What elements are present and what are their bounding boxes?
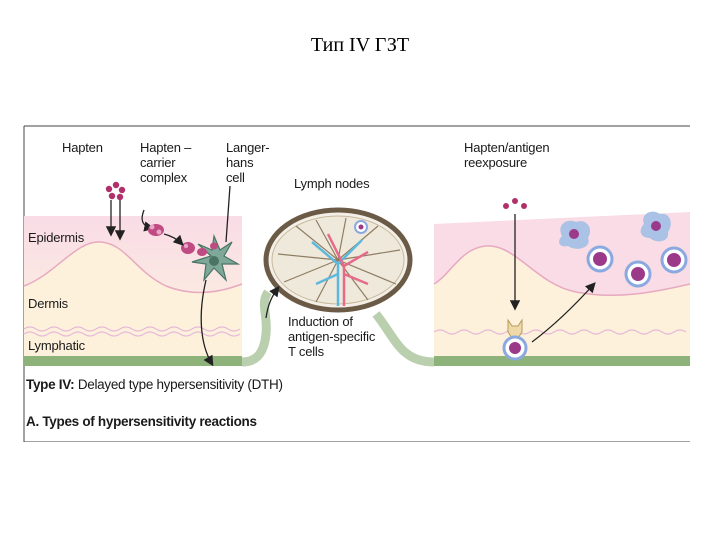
efferent-lymphatic xyxy=(372,311,435,367)
lymphatic-vessel-bar-right xyxy=(434,356,690,366)
recruited-cells xyxy=(559,211,688,288)
hypersensitivity-figure: Hapten Hapten – carrier complex Langer- … xyxy=(16,124,690,442)
langerhans-label: Langer- hans cell xyxy=(226,140,270,185)
epidermis-label: Epidermis xyxy=(28,230,84,245)
left-skin-panel xyxy=(23,216,243,366)
basement-membrane xyxy=(23,241,243,294)
hapten-carrier-label: Hapten – carrier complex xyxy=(140,140,192,185)
reexposure-label: Hapten/antigen reexposure xyxy=(464,140,550,170)
type-caption: Type IV: Delayed type hypersensitivity (… xyxy=(26,377,283,392)
diagram-graphic xyxy=(23,125,690,442)
hapten-carrier-complex xyxy=(141,209,195,254)
hapten-label: Hapten xyxy=(62,140,103,155)
lymphatic-wave xyxy=(23,326,241,332)
langerhans-cell xyxy=(191,185,241,367)
lymphatic-label: Lymphatic xyxy=(28,338,85,353)
lymphatic-wave-2 xyxy=(23,331,241,337)
epidermis-layer xyxy=(24,216,242,293)
node-vessels-red xyxy=(326,233,369,306)
lymphatic-vessel-bar xyxy=(24,356,242,366)
induction-label: Induction of antigen-specific T cells xyxy=(288,314,376,359)
slide-title: Тип IV ГЗТ xyxy=(310,34,410,56)
hapten-dots xyxy=(105,181,126,201)
reexposure-hapten-dots xyxy=(503,198,527,209)
t-cell-with-receptor xyxy=(502,318,528,361)
afferent-lymphatic xyxy=(241,289,272,367)
lymph-nodes-label: Lymph nodes xyxy=(294,176,370,191)
lymph-node xyxy=(263,207,413,313)
dermis-label: Dermis xyxy=(28,296,68,311)
section-caption: A. Types of hypersensitivity reactions xyxy=(26,414,257,429)
